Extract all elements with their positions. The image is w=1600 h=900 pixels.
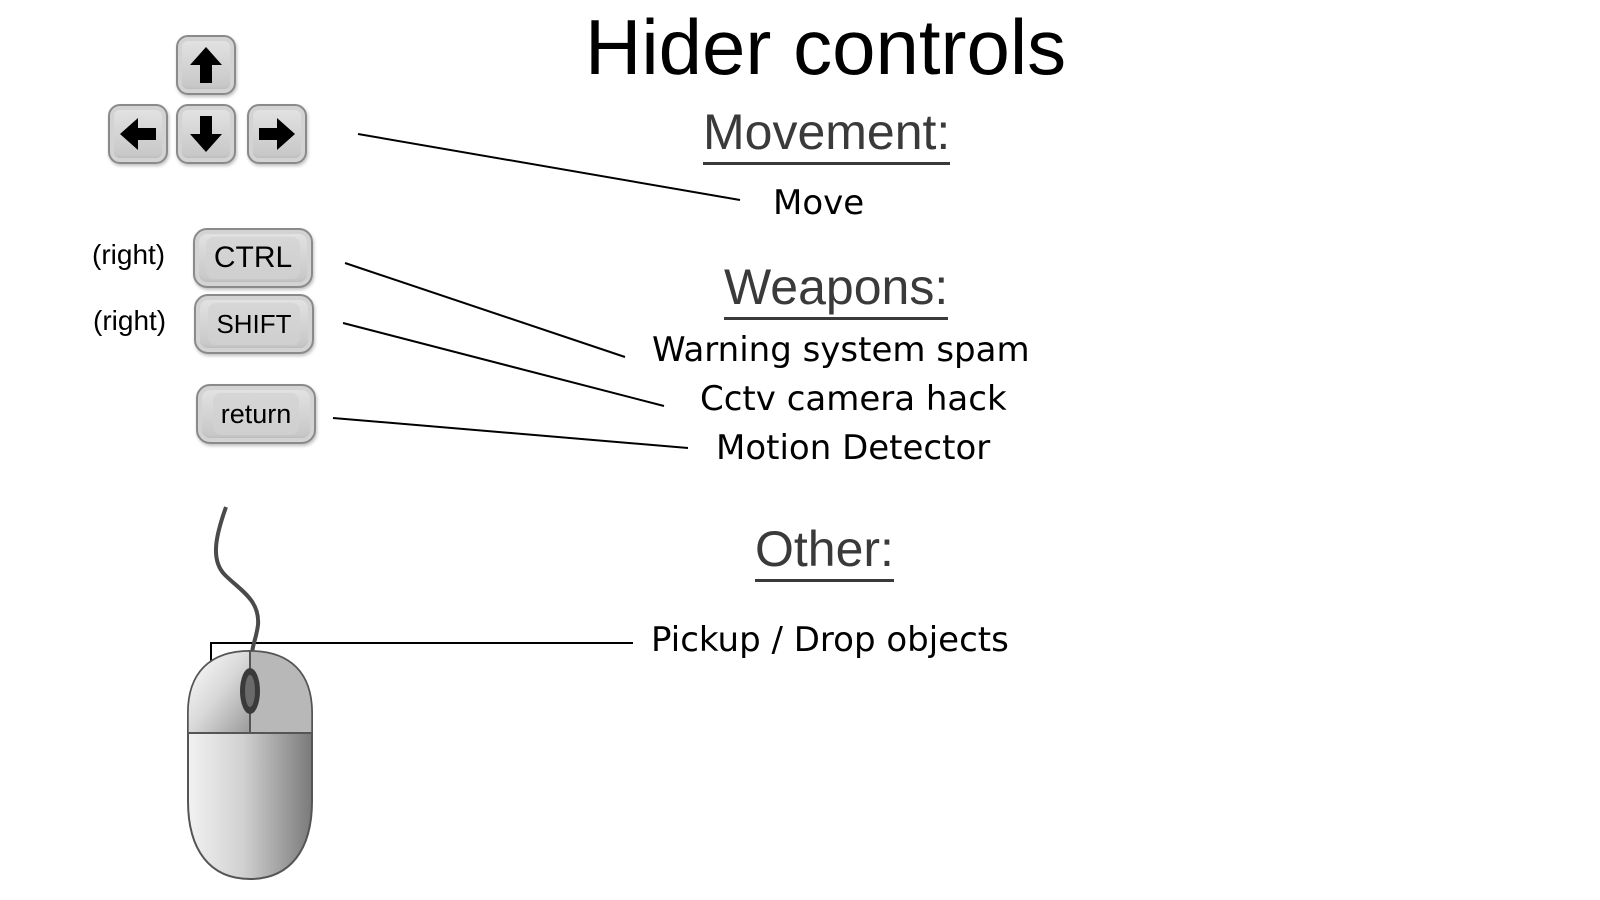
ctrl-key: CTRL (193, 228, 313, 288)
right-arrow-key (247, 104, 307, 164)
connector-move (357, 133, 741, 201)
left-arrow-key (108, 104, 168, 164)
pickup-drop-label: Pickup / Drop objects (651, 620, 1009, 660)
right-arrow-icon (259, 118, 295, 150)
mouse-right-button (249, 650, 313, 734)
down-arrow-key (176, 104, 236, 164)
shift-key: SHIFT (194, 294, 314, 354)
motion-detector-label: Motion Detector (716, 428, 991, 468)
warning-system-spam-label: Warning system spam (652, 330, 1030, 370)
connector-ctrl (344, 262, 626, 358)
connector-shift (342, 322, 665, 407)
ctrl-qualifier-label: (right) (92, 239, 166, 270)
other-heading: Other: (755, 521, 894, 582)
ctrl-key-label: CTRL (205, 237, 301, 279)
down-arrow-icon (190, 116, 222, 152)
mouse-icon (187, 506, 313, 881)
up-arrow-icon (190, 47, 222, 83)
cctv-camera-hack-label: Cctv camera hack (700, 379, 1007, 419)
move-action-label: Move (773, 183, 865, 223)
left-arrow-icon (120, 118, 156, 150)
shift-qualifier-label: (right) (93, 305, 167, 336)
mouse-cable (213, 506, 261, 656)
mouse-left-button (187, 650, 251, 734)
connector-return (332, 417, 689, 449)
page-title: Hider controls (585, 3, 1067, 91)
return-key-label: return (212, 393, 300, 435)
shift-key-label: SHIFT (208, 303, 300, 345)
return-key: return (196, 384, 316, 444)
weapons-heading: Weapons: (724, 259, 949, 320)
up-arrow-key (176, 35, 236, 95)
movement-heading: Movement: (703, 104, 951, 165)
